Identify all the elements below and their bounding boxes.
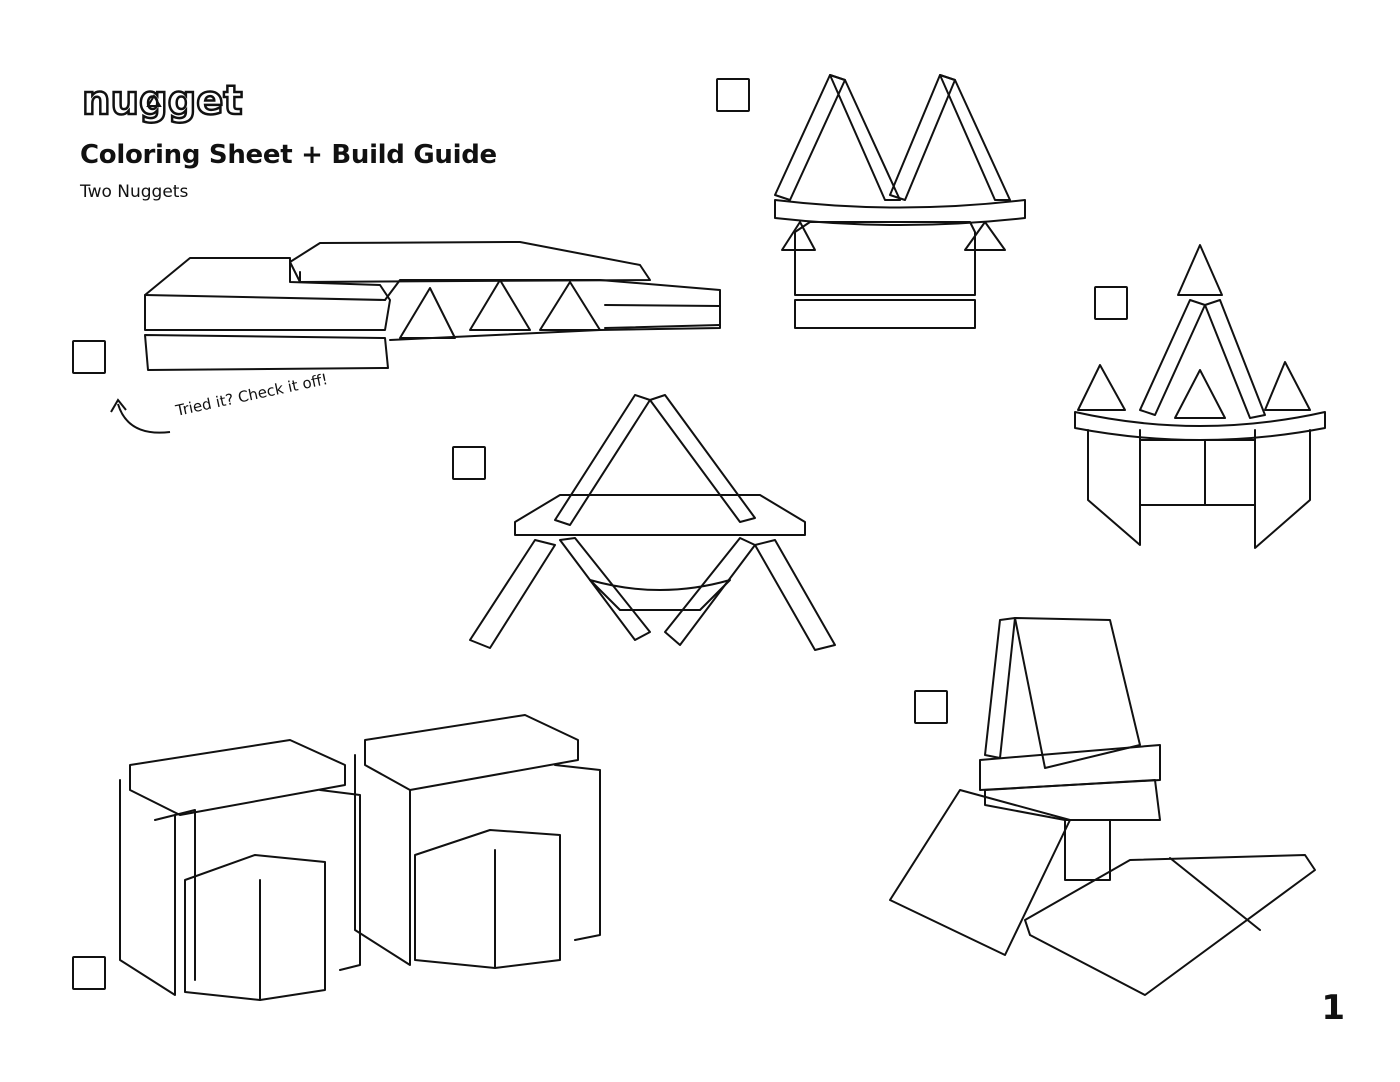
illustration-triangle-arch bbox=[469, 394, 836, 651]
illustration-twin-forts bbox=[119, 714, 601, 1001]
page-title: Coloring Sheet + Build Guide bbox=[80, 140, 497, 170]
checkbox-spire-castle[interactable] bbox=[1094, 286, 1128, 320]
curved-arrow-icon bbox=[110, 398, 171, 434]
illustration-bridge-lounge bbox=[144, 241, 721, 371]
illustration-spire-castle bbox=[1074, 244, 1326, 549]
page-subtitle: Two Nuggets bbox=[80, 182, 189, 202]
illustration-tent-with-ramps bbox=[889, 617, 1316, 996]
checkbox-triangle-arch[interactable] bbox=[452, 446, 486, 480]
checkbox-tent-with-ramps[interactable] bbox=[914, 690, 948, 724]
checkbox-twin-forts[interactable] bbox=[72, 956, 106, 990]
logo-triangle-icon bbox=[146, 94, 162, 107]
checkbox-double-tent-tower[interactable] bbox=[716, 78, 750, 112]
illustration-double-tent-tower bbox=[774, 74, 1026, 329]
checkbox-bridge-lounge[interactable] bbox=[72, 340, 106, 374]
nugget-logo: nugget bbox=[81, 77, 244, 126]
page-number: 1 bbox=[1321, 988, 1345, 1028]
logo-wordmark: nugget bbox=[82, 78, 242, 124]
